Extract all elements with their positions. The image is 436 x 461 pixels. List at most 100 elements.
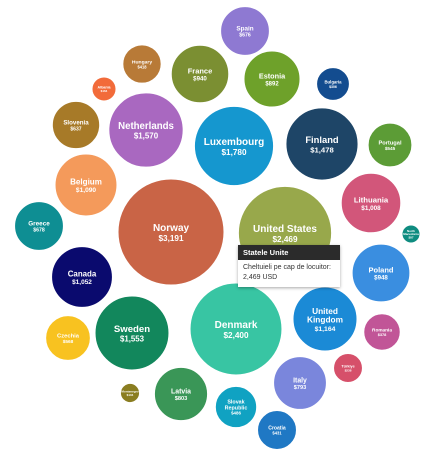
bubble-belgium[interactable]: Belgium$1,090 [54, 153, 118, 217]
bubble-circle[interactable] [316, 67, 350, 101]
bubble-value: $803 [175, 396, 188, 402]
bubble-circle[interactable] [193, 105, 275, 187]
bubble-circle[interactable] [51, 246, 113, 308]
bubble-circle[interactable] [363, 313, 401, 351]
bubble-czechia[interactable]: Czechia$568 [45, 315, 91, 361]
bubble-slovenia[interactable]: Slovenia$637 [51, 100, 101, 150]
bubble-circle[interactable] [117, 178, 225, 286]
bubble-circle[interactable] [54, 153, 118, 217]
bubble-albania[interactable]: Albania$164 [91, 76, 117, 102]
bubble-romania[interactable]: Romania$378 [363, 313, 401, 351]
bubble-bulgaria[interactable]: Bulgaria$306 [316, 67, 350, 101]
bubble-circle[interactable] [220, 6, 270, 56]
bubble-finland[interactable]: Finland$1,478 [285, 107, 359, 181]
bubble-value: $1,553 [120, 335, 145, 344]
bubble-circle[interactable] [51, 100, 101, 150]
bubble-value: $545 [385, 146, 396, 151]
bubble-value: $486 [231, 411, 241, 416]
bubble-label: Belgium [70, 177, 102, 186]
bubble-sweden[interactable]: Sweden$1,553 [94, 295, 170, 371]
bubble-circle[interactable] [189, 282, 283, 376]
bubble-circle[interactable] [333, 353, 363, 383]
bubble-label: Macedonia [403, 232, 419, 236]
bubble-value: $1,008 [361, 205, 381, 212]
bubble-circle[interactable] [91, 76, 117, 102]
bubble-value: $892 [265, 82, 279, 88]
bubble-label: Canada [68, 269, 97, 278]
bubble-label: Albania [98, 86, 112, 90]
bubble-circle[interactable] [273, 356, 327, 410]
bubble-value: $164 [101, 89, 108, 93]
bubble-value: $431 [272, 431, 282, 436]
bubble-label: Montenegro [121, 389, 138, 393]
bubble-value: $418 [137, 64, 147, 69]
bubble-circle[interactable] [243, 50, 301, 108]
bubble-value: $678 [33, 228, 45, 234]
bubble-label: Finland [305, 135, 339, 145]
bubble-hungary[interactable]: Hungary$418 [122, 44, 162, 84]
bubble-value: $676 [239, 33, 251, 39]
bubble-circle[interactable] [170, 44, 230, 104]
bubble-t-rkiye[interactable]: Türkiye$238 [333, 353, 363, 383]
bubble-circle[interactable] [45, 315, 91, 361]
bubble-value: $948 [374, 275, 388, 282]
bubble-estonia[interactable]: Estonia $892 [243, 50, 301, 108]
bubble-label: Hungary [132, 60, 152, 66]
bubble-circle[interactable] [367, 122, 413, 168]
bubble-circle[interactable] [257, 410, 297, 450]
bubble-circle[interactable] [119, 382, 141, 404]
bubble-value: $793 [294, 385, 307, 391]
bubble-label: Sweden [114, 324, 150, 335]
bubble-spain[interactable]: Spain$676 [220, 6, 270, 56]
bubble-greece[interactable]: Greece$678 [14, 201, 64, 251]
bubble-norway[interactable]: Norway$3,191 [117, 178, 225, 286]
tooltip-label: Cheltuieli pe cap de locuitor: [243, 264, 331, 271]
bubble-label: Slovak [227, 400, 244, 406]
bubble-value: $1,780 [221, 148, 246, 157]
bubble-value: $568 [63, 339, 74, 345]
bubble-circle[interactable] [94, 295, 170, 371]
bubble-italy[interactable]: Italy$793 [273, 356, 327, 410]
bubble-circle[interactable] [14, 201, 64, 251]
bubble-denmark[interactable]: Denmark$2,400 [189, 282, 283, 376]
bubble-latvia[interactable]: Latvia$803 [153, 366, 209, 422]
bubble-label: Bulgaria [324, 80, 342, 85]
bubble-label: Greece [28, 220, 50, 227]
bubble-circle[interactable] [108, 92, 184, 168]
bubble-circle[interactable] [122, 44, 162, 84]
bubble-value: $3,191 [158, 234, 183, 243]
bubble-montenegro[interactable]: Montenegro$104 [119, 382, 141, 404]
bubble-lithuania[interactable]: Lithuania$1,008 [340, 172, 402, 234]
bubble-label: Portugal [378, 141, 401, 147]
bubble-value: $1,052 [72, 279, 92, 286]
bubble-circle[interactable] [214, 385, 258, 429]
bubble-value: $306 [329, 85, 337, 89]
bubble-circle[interactable] [401, 224, 421, 244]
bubble-luxembourg[interactable]: Luxembourg$1,780 [193, 105, 275, 187]
bubble-label: United States [253, 224, 317, 235]
bubble-value: $1,570 [134, 132, 159, 141]
tooltip-title: Statele Unite [238, 245, 340, 260]
bubble-label: Czechia [57, 334, 80, 340]
bubble-circle[interactable] [153, 366, 209, 422]
bubble-netherlands[interactable]: Netherlands$1,570 [108, 92, 184, 168]
bubble-poland[interactable]: Poland$948 [351, 243, 411, 303]
bubble-label: Türkiye [341, 365, 354, 369]
bubble-portugal[interactable]: Portugal$545 [367, 122, 413, 168]
bubble-canada[interactable]: Canada$1,052 [51, 246, 113, 308]
bubble-france[interactable]: France$940 [170, 44, 230, 104]
bubble-label: United [312, 306, 338, 316]
bubble-value: $378 [378, 332, 387, 337]
bubble-circle[interactable] [340, 172, 402, 234]
bubble-label: Netherlands [118, 121, 174, 132]
bubble-label: Estonia [259, 71, 286, 80]
bubble-circle[interactable] [351, 243, 411, 303]
bubble-value: $637 [70, 126, 81, 132]
bubble-croatia[interactable]: Croatia$431 [257, 410, 297, 450]
bubble-circle[interactable] [285, 107, 359, 181]
